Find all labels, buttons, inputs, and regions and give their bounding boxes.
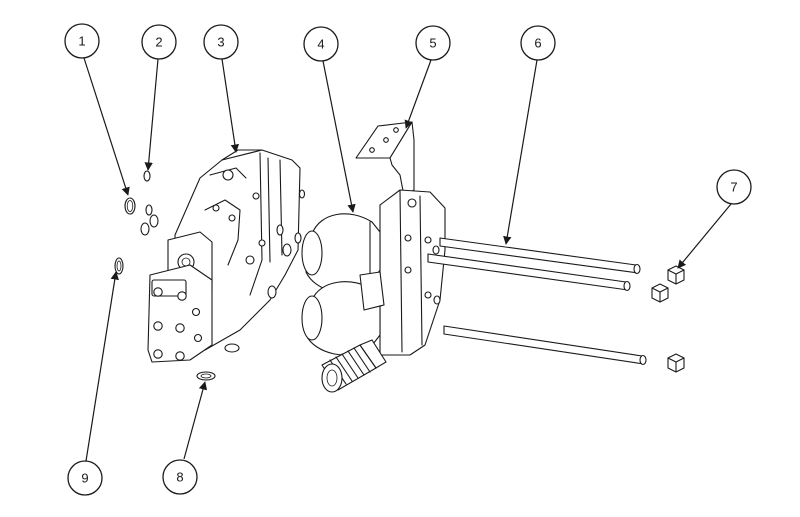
callout-6-label: 6	[534, 36, 541, 51]
o-ring-part-8	[196, 371, 216, 381]
callout-4-label: 4	[317, 37, 324, 52]
tie-rods-part-6	[427, 237, 647, 366]
o-ring-part-9	[114, 257, 124, 275]
o-ring-part-2	[143, 170, 151, 182]
callout-6: 6	[520, 25, 556, 61]
callout-1-label: 1	[78, 34, 85, 49]
valve-section-part-4	[301, 189, 446, 393]
callout-5-label: 5	[429, 36, 436, 51]
callout-9-label: 9	[81, 471, 88, 486]
nuts-part-7	[651, 265, 685, 373]
callout-8: 8	[162, 459, 198, 495]
valve-section-part-3	[147, 149, 306, 363]
callout-8-label: 8	[176, 470, 183, 485]
callout-5: 5	[415, 25, 451, 61]
callout-9: 9	[67, 460, 103, 496]
callout-2: 2	[141, 24, 177, 60]
o-ring-part-1	[124, 197, 136, 215]
callout-4: 4	[303, 26, 339, 62]
callout-7-label: 7	[730, 180, 737, 195]
callout-3-label: 3	[217, 35, 224, 50]
callout-3: 3	[203, 24, 239, 60]
bracket-part-5	[355, 121, 415, 197]
leader-lines	[83, 57, 732, 462]
o-ring-set	[140, 204, 159, 236]
callout-7: 7	[716, 169, 752, 205]
callout-1: 1	[64, 23, 100, 59]
callout-2-label: 2	[155, 35, 162, 50]
